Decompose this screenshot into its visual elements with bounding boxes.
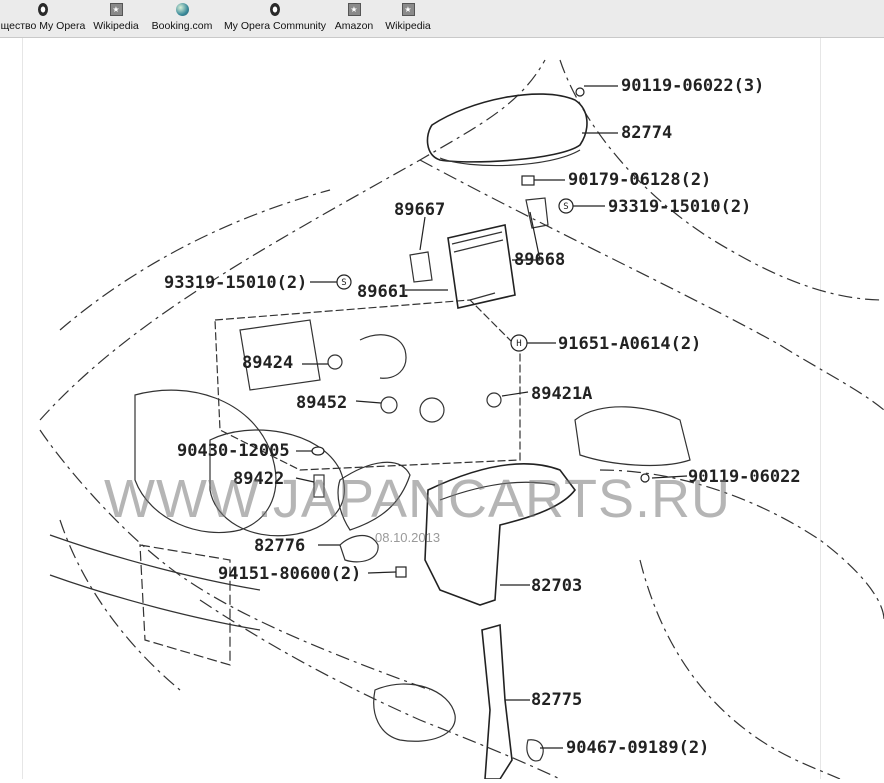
bookmark-label: Wikipedia — [93, 20, 139, 32]
part-label: 82776 — [254, 536, 305, 556]
bookmark-icon: ★ — [401, 3, 415, 16]
sensor-89422 — [313, 474, 325, 498]
bookmark-label: My Opera Community — [223, 20, 327, 32]
sensor-89452 — [380, 396, 398, 414]
ecu-module — [447, 224, 516, 309]
part-label: 82774 — [621, 123, 672, 143]
parts-diagram-svg: 90119-06022(3) 82774 90179-06128(2) 8966… — [39, 59, 884, 780]
nut-icon — [521, 175, 535, 186]
part-label: 89667 — [394, 200, 445, 220]
part-label: 90119-06022 — [688, 467, 801, 487]
fog-light-outline — [373, 683, 456, 742]
headlight-outline — [134, 389, 277, 534]
bookmark-label: Amazon — [334, 20, 374, 32]
part-label: 89452 — [296, 393, 347, 413]
part-label: 89661 — [357, 282, 408, 302]
ecu-bracket-left — [409, 251, 433, 283]
gasket-icon — [311, 446, 325, 456]
part-label: 90119-06022(3) — [621, 76, 764, 96]
part-label: 91651-A0614(2) — [558, 334, 701, 354]
part-label: 94151-80600(2) — [218, 564, 361, 584]
hose-82776 — [339, 535, 379, 563]
page-margin-right — [820, 38, 821, 779]
part-label: 89668 — [514, 250, 565, 270]
bookmark-label: Wikipedia — [385, 20, 431, 32]
washer-s-glyph: S — [341, 278, 346, 288]
sensor-89421a — [486, 392, 502, 408]
bookmark-label: Booking.com — [151, 20, 213, 32]
bookmark-label: щество My Opera — [0, 20, 86, 32]
bookmark-icon: ★ — [109, 3, 123, 16]
ecu-bracket-right — [525, 197, 549, 229]
intake-hose — [337, 461, 411, 531]
resonator — [574, 406, 691, 467]
bookmark-my-opera-community[interactable]: My Opera Community — [222, 2, 328, 36]
bolt-icon — [575, 87, 585, 97]
hand-drawn-circle — [209, 429, 345, 537]
clip-90467 — [526, 739, 544, 762]
bookmark-wikipedia[interactable]: ★ Wikipedia — [88, 2, 144, 36]
part-label: 90179-06128(2) — [568, 170, 711, 190]
air-intake-duct — [424, 463, 577, 606]
part-label: 82775 — [531, 690, 582, 710]
bookmarks-bar: щество My Opera ★ Wikipedia Booking.com … — [0, 0, 884, 38]
leader-lines — [295, 85, 688, 749]
throttle-body — [419, 397, 445, 423]
part-label: 82703 — [531, 576, 582, 596]
sensor-89424 — [327, 354, 343, 370]
bookmark-amazon[interactable]: ★ Amazon — [332, 2, 376, 36]
bookmark-wikipedia-2[interactable]: ★ Wikipedia — [382, 2, 434, 36]
part-label: 89424 — [242, 353, 293, 373]
bolt-h-glyph: H — [516, 339, 521, 349]
part-label: 93319-15010(2) — [164, 273, 307, 293]
license-plate-outline — [139, 544, 231, 666]
page-margin-left — [22, 38, 23, 779]
parts-diagram: 90119-06022(3) 82774 90179-06128(2) 8966… — [0, 38, 884, 780]
bolt-icon — [640, 473, 650, 483]
part-label: 89422 — [233, 469, 284, 489]
nut-icon — [395, 566, 407, 578]
bookmark-booking[interactable]: Booking.com — [148, 2, 216, 36]
vehicle-outline — [39, 59, 884, 780]
globe-icon — [175, 3, 189, 16]
part-label: 93319-15010(2) — [608, 197, 751, 217]
part-label: 90430-12005 — [177, 441, 290, 461]
bookmark-my-opera[interactable]: щество My Opera — [0, 2, 86, 36]
opera-icon — [270, 3, 280, 16]
washer-s-glyph: S — [563, 202, 568, 212]
bookmark-icon: ★ — [347, 3, 361, 16]
part-label: 89421A — [531, 384, 592, 404]
ecu-cover — [426, 93, 588, 163]
lower-duct — [481, 623, 513, 780]
part-label: 90467-09189(2) — [566, 738, 709, 758]
opera-icon — [38, 3, 48, 16]
